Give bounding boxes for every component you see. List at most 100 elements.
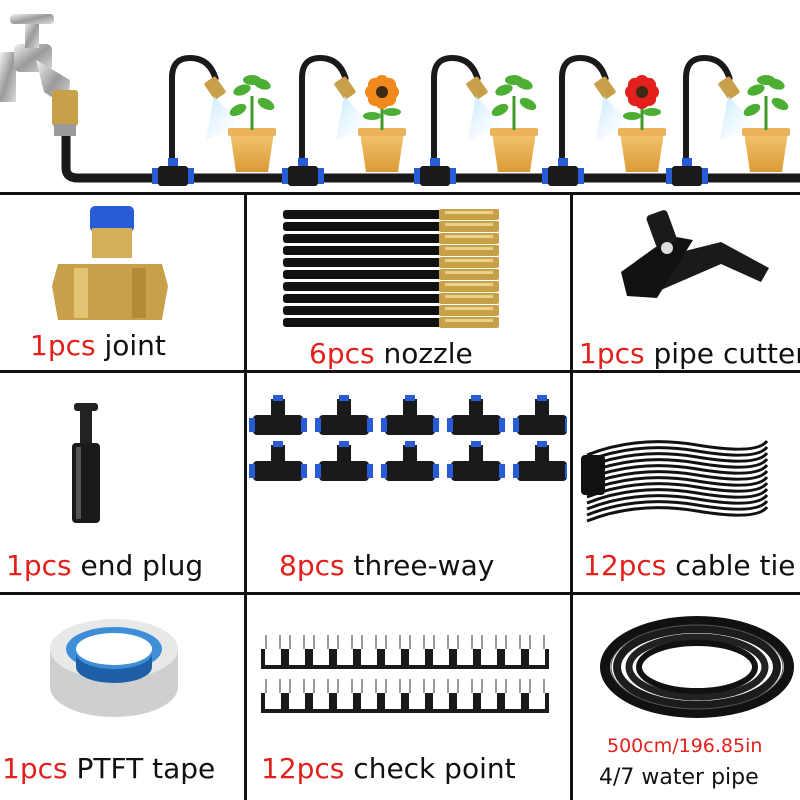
pipe-clip — [285, 679, 309, 713]
pipe-clip — [261, 679, 285, 713]
cable-tie — [586, 487, 769, 505]
tubing — [283, 306, 443, 315]
item-label: 1pcs PTFT tape — [2, 753, 215, 785]
nozzle-bundle-icon — [283, 209, 499, 328]
nozzle-icon — [439, 209, 499, 220]
pipe-clip-icon — [261, 635, 549, 713]
water-pipe-coil-icon — [600, 616, 794, 718]
pipe-clip — [309, 679, 333, 713]
cable-tie — [586, 469, 769, 487]
ptft-tape-roll-icon — [50, 619, 178, 717]
nozzle-icon — [439, 257, 499, 268]
item-label: 1pcs pipe cutter — [579, 338, 800, 370]
pipe-clip — [357, 635, 381, 669]
leaf — [643, 108, 661, 116]
tie-heads — [581, 455, 605, 495]
leaf — [495, 84, 513, 96]
leaf — [747, 84, 765, 96]
item-name: end plug — [80, 549, 204, 582]
three-way-tee — [249, 395, 307, 435]
nozzle-icon — [439, 293, 499, 304]
cable-tie — [586, 499, 769, 517]
pipe-clip — [285, 635, 309, 669]
item-nozzle: 6pcs nozzle — [247, 192, 570, 370]
cable-tie — [586, 445, 769, 463]
tubing — [283, 270, 443, 279]
drip-station — [666, 54, 790, 186]
pipe-clip — [405, 635, 429, 669]
item-label: 12pcs cable tie — [583, 550, 796, 582]
cable-tie — [586, 463, 769, 481]
pipe-clip — [333, 679, 357, 713]
pipe-clip — [525, 679, 549, 713]
item-qty: 1pcs — [579, 337, 645, 370]
three-way-tee-icon — [249, 395, 567, 481]
tubing — [283, 318, 443, 327]
item-joint: 1pcs joint — [0, 192, 244, 370]
nozzle-icon — [439, 245, 499, 256]
item-name: pipe cutter — [653, 337, 800, 370]
pipe-clip — [501, 635, 525, 669]
cable-tie — [586, 505, 769, 523]
nozzle-icon — [439, 269, 499, 280]
leaf — [383, 108, 401, 116]
leaf — [233, 84, 251, 96]
pipe-clip — [357, 679, 381, 713]
tubing — [283, 222, 443, 231]
pipe-clip — [381, 635, 405, 669]
item-water-pipe: 500cm/196.85in 4/7 water pipe — [573, 595, 800, 800]
tubing — [283, 246, 443, 255]
leaf — [623, 112, 641, 120]
three-way-tee — [315, 395, 373, 435]
pipe-clip — [477, 635, 501, 669]
cable-tie — [586, 457, 769, 475]
pipe-clip — [429, 679, 453, 713]
cable-tie-bundle-icon — [581, 439, 769, 523]
item-qty: 1pcs — [2, 752, 68, 785]
tubing — [283, 234, 443, 243]
water-pipe-name: 4/7 water pipe — [599, 765, 759, 790]
pipe-clip — [477, 679, 501, 713]
three-way-tee — [513, 395, 567, 435]
item-qty: 12pcs — [583, 549, 667, 582]
flower-pot-icon — [360, 132, 404, 172]
item-name: joint — [104, 329, 166, 362]
nozzle-icon — [439, 221, 499, 232]
drip-line — [299, 54, 349, 170]
drip-station — [152, 54, 276, 186]
item-qty: 1pcs — [30, 329, 96, 362]
end-plug-icon — [72, 403, 100, 523]
cable-tie — [586, 451, 769, 469]
drip-stations — [152, 54, 790, 186]
drip-line — [431, 54, 481, 170]
nozzle-icon — [594, 76, 616, 100]
pipe-clip — [333, 635, 357, 669]
pipe-clip — [501, 679, 525, 713]
three-way-tee — [381, 395, 439, 435]
three-way-tee — [315, 441, 373, 481]
item-name: PTFT tape — [76, 752, 216, 785]
nozzle-icon — [334, 76, 356, 100]
nozzle-icon — [204, 76, 226, 100]
nozzle-icon — [439, 233, 499, 244]
three-way-tee — [249, 441, 307, 481]
pipe-cutter-icon — [621, 210, 769, 298]
item-cable-tie: 12pcs cable tie — [573, 373, 800, 592]
pipe-clip — [405, 679, 429, 713]
leaf — [363, 112, 381, 120]
component-grid: 1pcs joint 6pcs nozzle 1pcs pipe cutter — [0, 192, 800, 800]
nozzle-icon — [466, 76, 488, 100]
three-way-tee — [513, 441, 567, 481]
cable-tie — [586, 493, 769, 511]
pipe-clip — [453, 635, 477, 669]
leaf — [505, 75, 523, 85]
flower-pot-icon — [620, 132, 664, 172]
tubing — [283, 258, 443, 267]
item-label: 8pcs three-way — [279, 550, 494, 582]
item-name: three-way — [353, 549, 495, 582]
three-way-tee — [447, 395, 505, 435]
tee-connector-icon — [158, 166, 188, 186]
item-end-plug: 1pcs end plug — [0, 373, 244, 592]
nozzle-icon — [439, 305, 499, 316]
pipe-clip — [309, 635, 333, 669]
